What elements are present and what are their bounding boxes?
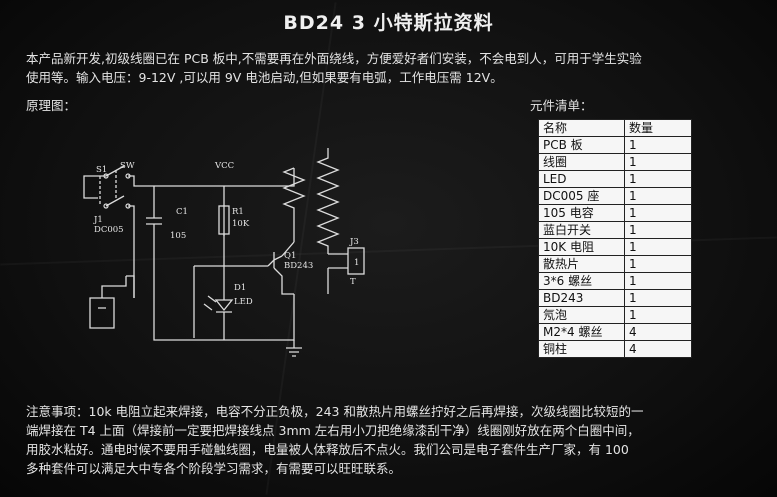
label-j3-pin1: 1 bbox=[354, 258, 359, 268]
notes-line-2: 端焊接在 T4 上面（焊接前一定要把焊接线点 3mm 左右用小刀把绝缘漆刮干净）… bbox=[26, 423, 640, 438]
bom-item-qty: 1 bbox=[624, 187, 692, 205]
bom-item-name: 铜柱 bbox=[538, 340, 625, 358]
label-r1: R1 bbox=[232, 207, 244, 217]
bom-item-name: 10K 电阻 bbox=[538, 238, 625, 256]
notes-line-3: 用胶水粘好。通电时候不要用手碰触线圈，电量被人体释放后不点火。我们公司是电子套件… bbox=[26, 442, 629, 457]
bom-header-row: 名称 数量 bbox=[538, 119, 692, 137]
label-c1-value: 105 bbox=[170, 231, 186, 241]
label-j3: J3 bbox=[349, 237, 359, 247]
schematic-label: 原理图： bbox=[26, 98, 77, 113]
bom-item-name: 线圈 bbox=[538, 153, 625, 171]
bom-item-name: 氖泡 bbox=[538, 306, 625, 324]
label-q1: Q1 bbox=[284, 251, 296, 261]
bom-item-qty: 1 bbox=[624, 204, 692, 222]
bom-item-name: 105 电容 bbox=[538, 204, 625, 222]
intro-line-1: 本产品新开发,初级线圈已在 PCB 板中,不需要再在外面绕线，方便爱好者们安装，… bbox=[26, 51, 642, 66]
bom-item-name: LED bbox=[538, 170, 625, 188]
label-t: T bbox=[350, 277, 356, 287]
label-bd243: BD243 bbox=[284, 261, 313, 271]
bom-item-name: 散热片 bbox=[538, 255, 625, 273]
bom-item-qty: 1 bbox=[624, 289, 692, 307]
page-title: BD24 3 小特斯拉资料 bbox=[283, 12, 494, 34]
bom-item-name: 蓝白开关 bbox=[538, 221, 625, 239]
intro-text: 本产品新开发,初级线圈已在 PCB 板中,不需要再在外面绕线，方便爱好者们安装，… bbox=[26, 49, 756, 87]
bom-item-qty: 1 bbox=[624, 221, 692, 239]
label-c1: C1 bbox=[176, 207, 188, 217]
label-j1: J1 bbox=[93, 215, 103, 225]
bom-item-name: M2*4 螺丝 bbox=[538, 323, 625, 341]
bom-item-name: BD243 bbox=[538, 289, 625, 307]
notes-line-4: 多种套件可以满足大中专各个阶段学习需求，有需要可以旺旺联系。 bbox=[26, 461, 402, 476]
bom-header-qty: 数量 bbox=[624, 119, 692, 137]
label-led: LED bbox=[234, 297, 253, 307]
bom-item-qty: 1 bbox=[624, 170, 692, 188]
bom-title: 元件清单： bbox=[530, 98, 593, 113]
bom-item-name: DC005 座 bbox=[538, 187, 625, 205]
label-d1: D1 bbox=[234, 283, 246, 293]
label-sw: SW bbox=[120, 161, 135, 171]
label-vcc: VCC bbox=[214, 161, 234, 171]
bom-item-qty: 1 bbox=[624, 153, 692, 171]
bom-item-name: 3*6 螺丝 bbox=[538, 272, 625, 290]
bom-item-qty: 4 bbox=[624, 323, 692, 341]
bom-item-qty: 1 bbox=[624, 306, 692, 324]
bom-item-qty: 1 bbox=[624, 238, 692, 256]
notes-text: 注意事项：10k 电阻立起来焊接，电容不分正负极，243 和散热片用螺丝拧好之后… bbox=[26, 402, 756, 478]
notes-line-1: 注意事项：10k 电阻立起来焊接，电容不分正负极，243 和散热片用螺丝拧好之后… bbox=[26, 404, 644, 419]
bom-item-qty: 4 bbox=[624, 340, 692, 358]
label-s1: S1 bbox=[96, 165, 107, 175]
bom-item-name: PCB 板 bbox=[538, 136, 625, 154]
bom-header-name: 名称 bbox=[538, 119, 625, 137]
bom-item-qty: 1 bbox=[624, 255, 692, 273]
intro-line-2: 使用等。输入电压：9-12V ,可以用 9V 电池启动,但如果要有电弧，工作电压… bbox=[26, 70, 503, 85]
label-r1-value: 10K bbox=[232, 219, 250, 229]
bom-item-qty: 1 bbox=[624, 136, 692, 154]
bom-item-qty: 1 bbox=[624, 272, 692, 290]
label-dc005: DC005 bbox=[94, 225, 124, 235]
circuit-schematic: S1 SW VCC C1 105 R1 10K J1 DC005 Q1 BD24… bbox=[83, 148, 365, 357]
